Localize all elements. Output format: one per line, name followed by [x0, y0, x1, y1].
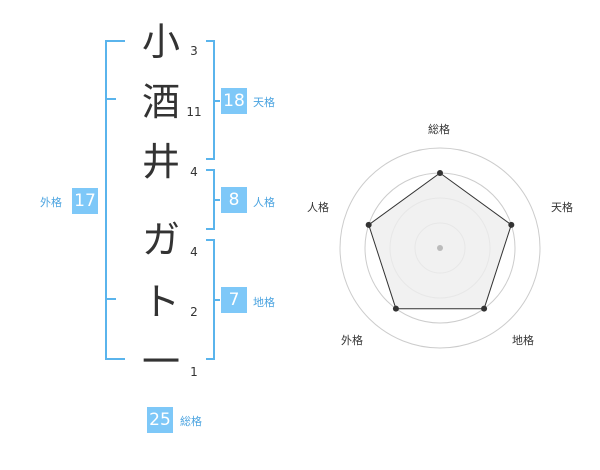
- radar-point-4: [392, 305, 399, 312]
- gaikaku-label: 外格: [40, 196, 62, 209]
- gaikaku-bracket: [105, 40, 125, 360]
- tenkaku-bracket: [206, 40, 220, 160]
- chikaku-badge: 7: [221, 287, 247, 313]
- brackets: [105, 40, 220, 360]
- name-char-2: 酒: [141, 80, 180, 124]
- gaikaku-badge: 17: [72, 188, 98, 214]
- tenkaku-badge: 18: [221, 88, 247, 114]
- radar-point-5: [365, 221, 372, 228]
- radar-axis-label-soukaku: 総格: [428, 123, 450, 136]
- radar-axis-label-gaikaku: 外格: [341, 334, 363, 347]
- stroke-count-1: 3: [190, 44, 198, 58]
- radar-point-1: [437, 170, 443, 176]
- radar-chart: [339, 147, 541, 349]
- radar-axis-label-jinkaku: 人格: [307, 201, 329, 214]
- stroke-count-3: 4: [190, 165, 198, 179]
- soukaku-badge: 25: [147, 407, 173, 433]
- tenkaku-label: 天格: [253, 96, 275, 109]
- radar-point-3: [481, 305, 488, 312]
- chikaku-bracket: [206, 239, 220, 360]
- radar-center-dot: [437, 245, 443, 251]
- name-char-5: ト: [141, 280, 180, 324]
- radar-axis-label-tenkaku: 天格: [551, 201, 573, 214]
- stroke-count-6: 1: [190, 365, 198, 379]
- stroke-count-5: 2: [190, 305, 198, 319]
- radar-polygon: [368, 172, 512, 310]
- name-char-4: ガ: [141, 218, 180, 262]
- name-char-3: 井: [141, 140, 180, 184]
- stroke-count-2: 11: [186, 105, 202, 119]
- jinkaku-label: 人格: [253, 196, 275, 209]
- jinkaku-badge: 8: [221, 187, 247, 213]
- radar-ring-4: [339, 147, 541, 349]
- stroke-count-4: 4: [190, 245, 198, 259]
- name-char-1: 小: [141, 20, 180, 64]
- radar-point-2: [508, 221, 515, 228]
- chikaku-label: 地格: [253, 296, 275, 309]
- radar-axis-label-chikaku: 地格: [512, 334, 534, 347]
- jinkaku-bracket: [206, 169, 220, 230]
- name-char-6: 一: [141, 340, 180, 384]
- soukaku-label: 総格: [180, 415, 202, 428]
